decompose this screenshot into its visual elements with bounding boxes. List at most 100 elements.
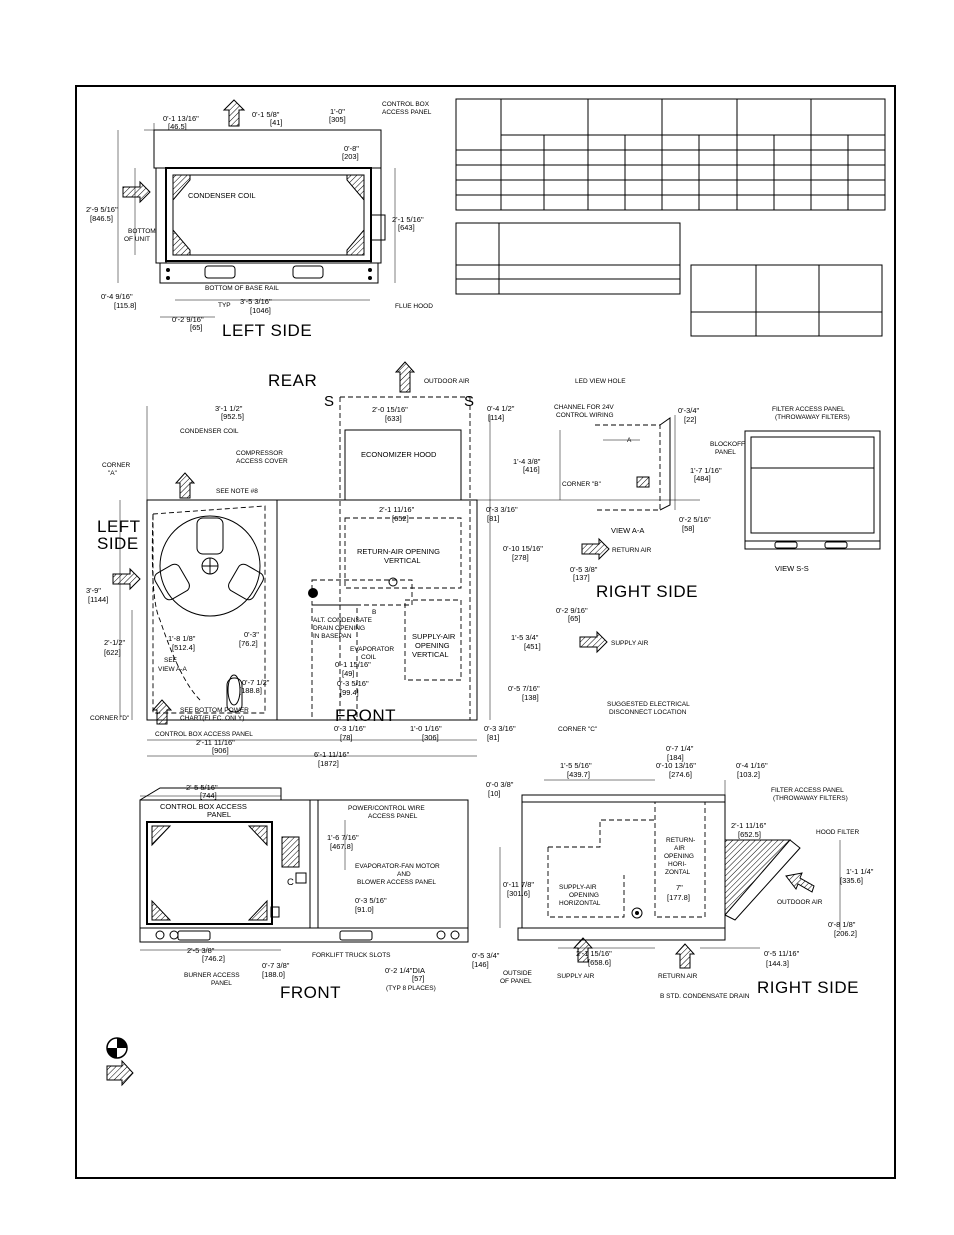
dim-label: 1'-1 1/4" <box>846 867 874 876</box>
dim-label: [305] <box>329 115 346 124</box>
dim-label: 0'-3 1/16" <box>334 724 366 733</box>
dim-label: [91.0] <box>355 905 374 914</box>
dim-label: [335.6] <box>840 876 863 885</box>
outdoor-air-arrow-icon <box>394 361 416 393</box>
supply-air-arrow-icon <box>572 937 594 963</box>
typ8-label: (TYP 8 PLACES) <box>386 985 436 992</box>
dim-label: [1144] <box>88 595 108 604</box>
dim-label: 0'-3 5/16" <box>337 679 369 688</box>
right-view-title: RIGHT SIDE <box>757 978 859 997</box>
dim-label: 0'-7 3/8" <box>262 961 290 970</box>
supply-air-arrow-icon <box>579 630 608 654</box>
condenser-coil-label: CONDENSER COIL <box>180 428 239 435</box>
dim-label: 0'-1 5/8" <box>252 110 280 119</box>
dim-label: [103.2] <box>737 770 760 779</box>
alt-condensate-label: B <box>372 609 376 616</box>
dim-label: [76.2] <box>239 639 258 648</box>
dia-label: [57] <box>412 974 425 983</box>
dim-label: 6'-1 11/16" <box>314 750 350 759</box>
suggested-label: DISCONNECT LOCATION <box>609 709 687 716</box>
right-side-view <box>499 779 841 969</box>
dim-label: [658.6] <box>588 958 611 967</box>
dim-label: 0'-8" <box>344 144 359 153</box>
alt-condensate-label: IN BASEPAN <box>313 633 352 640</box>
see-note-label: SEE NOTE #8 <box>216 488 258 495</box>
dim-label: 2'-5 5/16" <box>186 783 218 792</box>
return-air-arrow-icon <box>581 537 610 561</box>
airflow-arrow-icon <box>112 567 141 591</box>
dim-label: [10] <box>488 789 501 798</box>
dim-label: [146] <box>472 960 489 969</box>
dim-label: [1872] <box>318 759 339 768</box>
dim-label: 0'-3 3/16" <box>484 724 516 733</box>
return-opening-label: RETURN- <box>666 837 695 844</box>
filter-access-label: FILTER ACCESS PANEL <box>772 406 845 413</box>
dim-label: 0'-5 7/16" <box>508 684 540 693</box>
filter-access-label: (THROWAWAY FILTERS) <box>773 795 848 802</box>
dim-label: 2'-11 11/16" <box>196 738 235 747</box>
supply-opening-label: OPENING <box>569 892 599 899</box>
dim-label: [78] <box>340 733 353 742</box>
dim-label: 0'-8 1/8" <box>828 920 856 929</box>
return-opening-label: OPENING <box>664 853 694 860</box>
supply-air-label: SUPPLY AIR <box>557 973 595 980</box>
outside-panel-label: OF PANEL <box>500 978 532 985</box>
return-opening-label: HORI- <box>668 861 686 868</box>
dim-label: [115.8] <box>114 301 136 310</box>
dim-label: [41] <box>270 118 283 127</box>
channel-label: CHANNEL FOR 24V <box>554 404 614 411</box>
dim-label: [484] <box>694 474 711 483</box>
dim-label: [906] <box>212 746 229 755</box>
dim-label: 1'-8 1/8" <box>168 634 196 643</box>
right-side-label: RIGHT SIDE <box>596 582 698 601</box>
return-opening-label: AIR <box>674 845 685 852</box>
dim-label: 2'-1 11/16" <box>731 821 767 830</box>
left-side-label: SIDE <box>97 534 139 553</box>
dim-label: [144.3] <box>766 959 789 968</box>
burner-access-label: PANEL <box>211 980 232 987</box>
dim-label: 3'-1 1/2" <box>215 404 243 413</box>
dim-label: [81] <box>487 733 500 742</box>
return-air-label: RETURN AIR <box>658 973 698 980</box>
control-box-label: ACCESS PANEL <box>382 109 432 116</box>
see-view-label: SEE <box>164 657 178 664</box>
supply-opening-label: OPENING <box>415 641 450 650</box>
view-ss-title: VIEW S-S <box>775 564 809 573</box>
control-box-label: CONTROL BOX ACCESS PANEL <box>155 731 253 738</box>
dim-label: 0'-3 5/16" <box>355 896 387 905</box>
dim-label: [1046] <box>250 306 271 315</box>
left-side-title: LEFT SIDE <box>222 321 312 340</box>
front-view-title: FRONT <box>280 983 341 1002</box>
power-control-label: ACCESS PANEL <box>368 813 418 820</box>
dim-label: 0'-11 7/8" <box>503 880 534 889</box>
dim-label: [451] <box>524 642 541 651</box>
base-rail-label: BOTTOM OF BASE RAIL <box>205 285 279 292</box>
view-aa-title: VIEW A-A <box>611 526 644 535</box>
front-label: FRONT <box>335 706 396 725</box>
top-plan-view <box>112 361 700 757</box>
view-ss <box>744 430 881 550</box>
dim-label: 2'-1/2" <box>104 638 126 647</box>
dim-label: 3'-9" <box>86 586 101 595</box>
dim-label: 3'-5 3/16" <box>240 297 272 306</box>
dim-label: 0'-4 1/2" <box>487 404 515 413</box>
dim-label: [138] <box>522 693 539 702</box>
outside-panel-label: OUTSIDE <box>503 970 533 977</box>
dim-label: 0'-3" <box>244 630 259 639</box>
condenser-coil-label: CONDENSER COIL <box>188 191 256 200</box>
dim-label: 2'-1 11/16" <box>379 505 415 514</box>
right-small-table <box>690 264 883 337</box>
blockoff-label: PANEL <box>715 449 736 456</box>
dim-label: 2'-1 5/16" <box>392 215 424 224</box>
dim-label: [65] <box>190 323 203 332</box>
evap-fan-label: AND <box>397 871 411 878</box>
dim-label: [58] <box>682 524 695 533</box>
dim-label: [306] <box>422 733 439 742</box>
dim-label: 0'-5 3/8" <box>570 565 598 574</box>
dim-label: 1'-4 3/8" <box>513 457 541 466</box>
see-bottom-label: SEE BOTTOM POWER <box>180 707 249 714</box>
dim-label: [203] <box>342 152 359 161</box>
dim-label: 0'-10 15/16" <box>503 544 543 553</box>
dim-label: [512.4] <box>172 643 195 652</box>
outdoor-air-label: OUTDOOR AIR <box>777 899 823 906</box>
